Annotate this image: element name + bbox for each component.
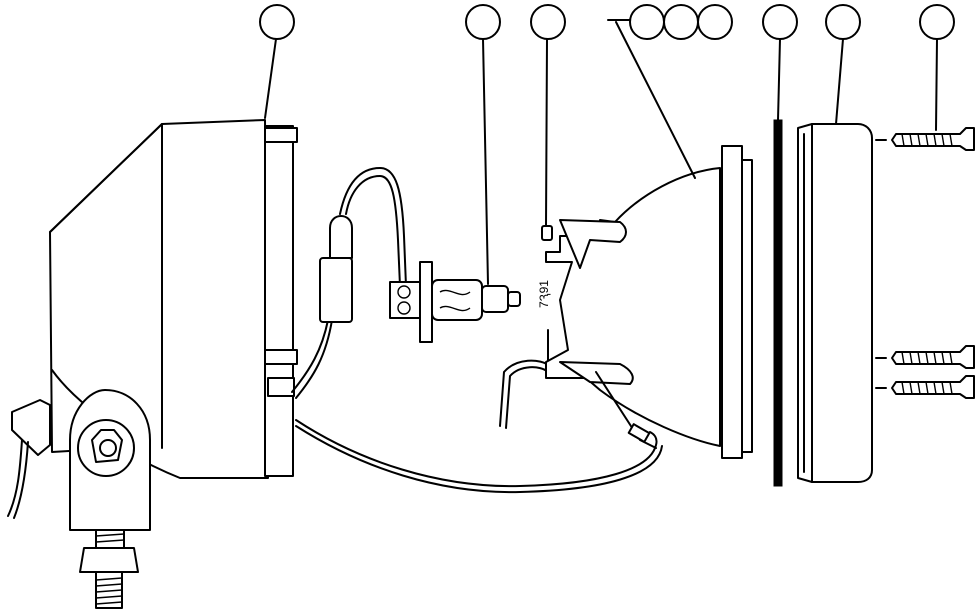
halogen-bulb: [389, 261, 521, 343]
bulb-marking: 7Ԇ91: [537, 280, 551, 308]
callout-4: [629, 4, 665, 40]
callout-3: [530, 4, 566, 40]
wiring-harness: [291, 167, 663, 494]
callout-2: [465, 4, 501, 40]
callout-6: [697, 4, 733, 40]
callout-7: [762, 4, 798, 40]
side-connector: [7, 399, 51, 519]
screw-leader-lines: [875, 139, 887, 389]
gasket: [773, 119, 783, 487]
callout-9: [919, 4, 955, 40]
callout-5: [663, 4, 699, 40]
lens-rim: [797, 123, 873, 483]
screw-bottom: [891, 375, 975, 399]
bulb-retaining-spring: [499, 225, 553, 429]
reflector: 7Ԇ91: [537, 145, 753, 459]
callout-8: [825, 4, 861, 40]
mounting-bracket: [69, 389, 151, 531]
callout-leaders: [264, 19, 938, 285]
screw-top: [891, 127, 975, 151]
mounting-stud: [79, 529, 139, 609]
callout-1: [259, 4, 295, 40]
lamp-housing: [49, 119, 298, 479]
screw-middle: [891, 345, 975, 369]
